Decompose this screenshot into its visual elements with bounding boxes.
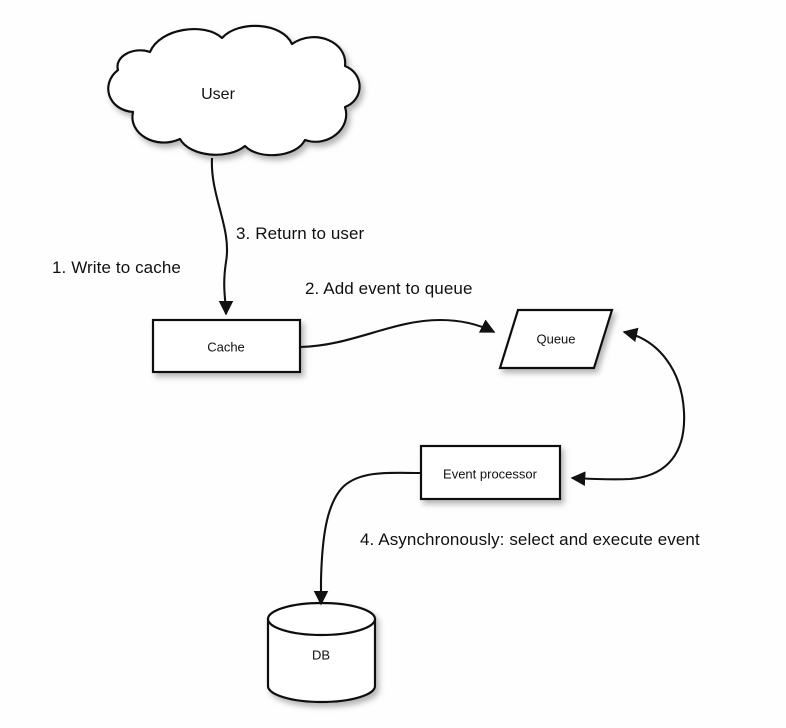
queue-shape	[498, 308, 614, 370]
db-cylinder-top	[266, 601, 377, 637]
edge-label-step-2: 2. Add event to queue	[305, 279, 473, 298]
edge-event-processor-to-db-path	[313, 471, 422, 606]
node-db[interactable]	[266, 601, 377, 704]
edge-label-step-1: 1. Write to cache	[52, 258, 181, 277]
node-user[interactable]	[107, 24, 361, 157]
edge-user-to-cache-path	[210, 157, 234, 316]
db-cylinder-body	[266, 617, 377, 704]
edge-label-step-3: 3. Return to user	[236, 224, 365, 243]
cache-shape	[151, 318, 302, 374]
cloud-shape	[107, 24, 361, 157]
edge-cache-to-queue[interactable]	[299, 318, 496, 349]
edge-queue-event-processor-loop[interactable]	[570, 327, 686, 487]
edge-user-to-cache[interactable]	[210, 157, 234, 316]
node-queue[interactable]	[498, 308, 614, 370]
node-cache[interactable]	[151, 318, 302, 374]
edge-event-processor-to-db[interactable]	[313, 471, 422, 606]
edge-cache-to-queue-path	[299, 318, 496, 349]
edge-queue-event-processor-path	[570, 327, 686, 487]
edge-label-step-4: 4. Asynchronously: select and execute ev…	[360, 530, 700, 549]
node-event-processor[interactable]	[419, 444, 562, 501]
event-processor-shape	[419, 444, 562, 501]
